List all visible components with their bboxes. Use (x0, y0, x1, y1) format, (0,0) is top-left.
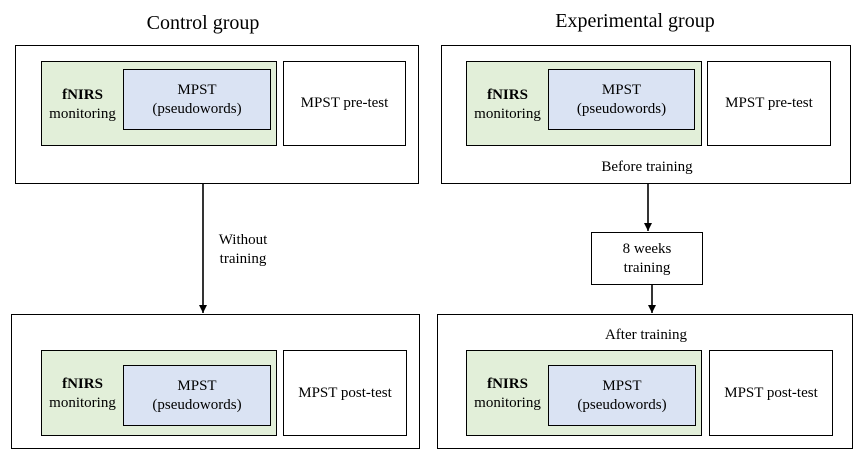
control-arrow-head (199, 305, 207, 313)
experimental-group-title: Experimental group (555, 10, 715, 32)
experimental-post-box: After training fNIRS monitoring MPST (ps… (437, 314, 853, 449)
fnirs-label: fNIRS monitoring (474, 376, 541, 411)
experimental-arrow-1-head (644, 223, 652, 231)
after-training-caption: After training (604, 327, 688, 343)
eight-weeks-training-box: 8 weeks training (591, 232, 703, 285)
control-pre-box: fNIRS monitoring MPST (pseudowords) MPST… (15, 45, 419, 184)
mpst-pre-test-box: MPST pre-test (707, 61, 831, 146)
mpst-post-test-box: MPST post-test (283, 350, 407, 436)
before-training-caption: Before training (601, 159, 693, 175)
fnirs-monitoring-region: fNIRS monitoring MPST (pseudowords) (466, 350, 702, 436)
fnirs-monitoring-region: fNIRS monitoring MPST (pseudowords) (41, 350, 277, 436)
control-post-box: fNIRS monitoring MPST (pseudowords) MPST… (11, 314, 420, 449)
mpst-pseudowords-box: MPST (pseudowords) (123, 69, 271, 130)
mpst-pre-test-box: MPST pre-test (283, 61, 406, 146)
fnirs-monitoring-region: fNIRS monitoring MPST (pseudowords) (41, 61, 277, 146)
mpst-pseudowords-box: MPST (pseudowords) (123, 365, 271, 426)
mpst-pseudowords-box: MPST (pseudowords) (548, 69, 695, 130)
mpst-post-test-box: MPST post-test (709, 350, 833, 436)
control-group-title: Control group (146, 12, 260, 34)
mpst-pseudowords-box: MPST (pseudowords) (548, 365, 696, 426)
fnirs-label: fNIRS monitoring (49, 376, 116, 411)
experimental-pre-box: fNIRS monitoring MPST (pseudowords) MPST… (441, 45, 851, 184)
without-training-label: Without training (218, 232, 268, 267)
fnirs-monitoring-region: fNIRS monitoring MPST (pseudowords) (466, 61, 702, 146)
experimental-arrow-2-head (648, 305, 656, 313)
fnirs-label: fNIRS monitoring (474, 87, 541, 122)
fnirs-label: fNIRS monitoring (49, 87, 116, 122)
